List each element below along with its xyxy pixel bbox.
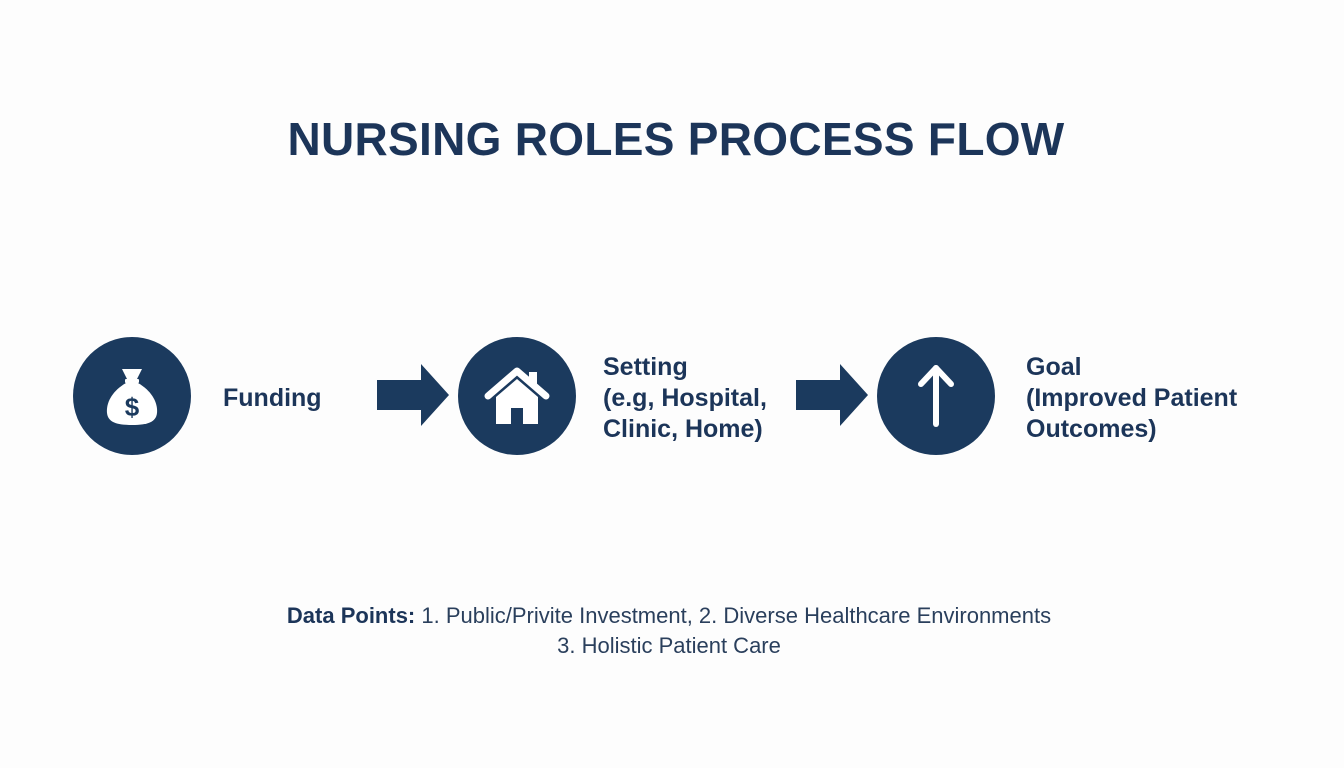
flow-arrow-1: [377, 364, 449, 426]
goal-detail-line-1: (Improved Patient: [1026, 384, 1238, 412]
data-points-line-2: 3. Holistic Patient Care: [557, 633, 781, 658]
data-points-line-1: Data Points: 1. Public/Privite Investmen…: [0, 603, 1338, 629]
step-label-goal: Goal (Improved Patient Outcomes): [1026, 352, 1237, 445]
svg-text:$: $: [125, 392, 140, 422]
goal-label: Goal: [1026, 353, 1082, 381]
step-label-funding: Funding: [223, 383, 322, 414]
step-label-setting: Setting (e.g, Hospital, Clinic, Home): [603, 352, 767, 445]
flow-arrow-2: [796, 364, 868, 426]
funding-circle: $: [73, 337, 191, 455]
page-title: NURSING ROLES PROCESS FLOW: [287, 113, 1065, 165]
arrow-up-icon: [916, 364, 956, 428]
goal-detail-line-2: Outcomes): [1026, 415, 1157, 443]
house-icon: [484, 366, 550, 426]
setting-label: Setting: [603, 353, 688, 381]
setting-detail-line-1: (e.g, Hospital,: [603, 384, 767, 412]
setting-circle: [458, 337, 576, 455]
goal-circle: [877, 337, 995, 455]
setting-detail-line-2: Clinic, Home): [603, 415, 763, 443]
data-points-label: Data Points:: [286, 603, 416, 628]
funding-label: Funding: [223, 384, 322, 412]
money-bag-icon: $: [104, 365, 160, 427]
data-points-text: 1. Public/Privite Investment, 2. Diverse…: [415, 603, 1052, 628]
